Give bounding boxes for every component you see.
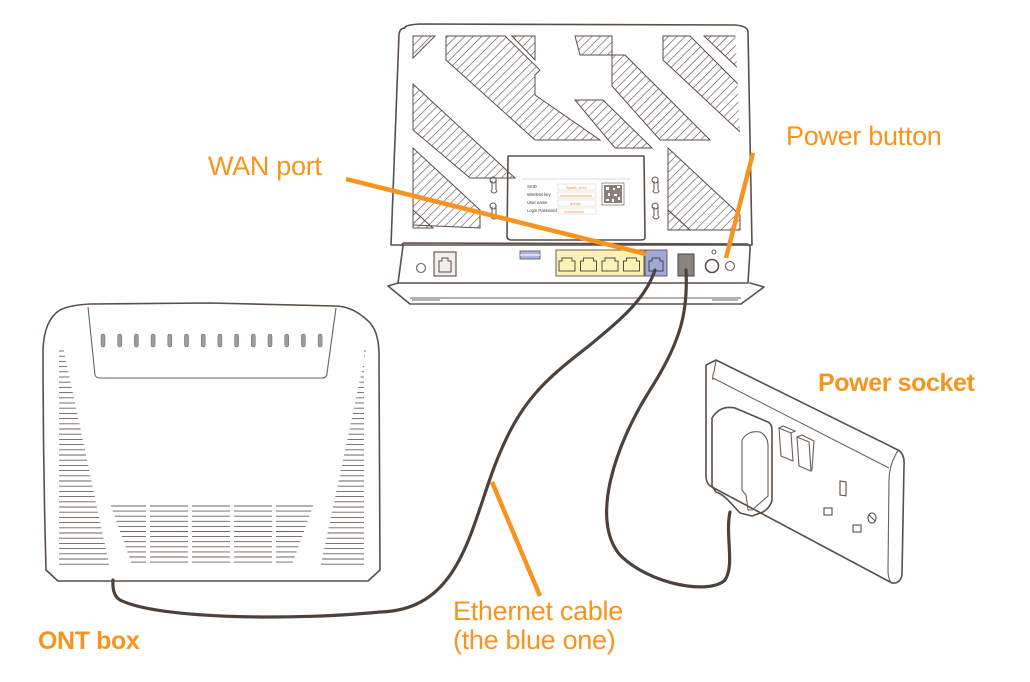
sticker-value: xxxxxxxxxx bbox=[564, 209, 584, 214]
ont-led-icon bbox=[117, 333, 122, 348]
socket-earth-pin bbox=[839, 480, 847, 497]
router: SSID Wireless key User name Login Passwo… bbox=[387, 23, 765, 305]
router-label-plate bbox=[506, 155, 646, 241]
ont-led-icon bbox=[184, 333, 189, 348]
socket-plate bbox=[705, 359, 905, 584]
ont-led-icon bbox=[317, 333, 323, 348]
sticker-value: admin bbox=[570, 201, 581, 206]
sticker-key: Login Password bbox=[527, 208, 557, 213]
ont-led-icon bbox=[167, 333, 173, 348]
ont-leds bbox=[100, 333, 323, 348]
socket-pin bbox=[852, 524, 862, 533]
lan-port-icon bbox=[580, 257, 597, 272]
screw-icon bbox=[867, 512, 877, 524]
sticker-key: User name bbox=[527, 200, 548, 205]
power-button bbox=[704, 258, 720, 274]
router-base bbox=[387, 282, 765, 305]
ethernet-cable-pointer bbox=[489, 481, 543, 597]
wan-port-pointer bbox=[345, 176, 647, 257]
lan-ports bbox=[555, 249, 645, 277]
sticker-value: Spark_xxxx bbox=[566, 185, 587, 190]
ont-led-icon bbox=[301, 333, 306, 348]
ont-led-icon bbox=[217, 333, 223, 348]
power-cable bbox=[605, 268, 732, 589]
router-port-panel bbox=[397, 242, 751, 284]
socket-switch bbox=[796, 434, 815, 472]
ont-led-icon bbox=[284, 333, 289, 348]
secondary-button bbox=[724, 260, 736, 272]
lan-port-icon bbox=[623, 257, 640, 272]
ont-body bbox=[42, 302, 381, 582]
socket-switch bbox=[778, 425, 797, 462]
power-button-pointer bbox=[723, 152, 756, 259]
label-power-button: Power button bbox=[786, 121, 942, 151]
ont-led-panel bbox=[87, 306, 337, 379]
ont-led-icon bbox=[251, 333, 256, 348]
ont-led-icon bbox=[200, 333, 206, 348]
ont-led-icon bbox=[267, 333, 273, 348]
ont-led-icon bbox=[100, 333, 106, 348]
power-led-icon bbox=[711, 249, 717, 255]
phone-port bbox=[433, 251, 457, 277]
sticker-value: xxxxxxxxxxxxxxxx bbox=[560, 193, 592, 198]
ont-led-icon bbox=[150, 333, 156, 348]
ont-vents bbox=[59, 350, 366, 565]
power-socket bbox=[705, 359, 905, 584]
label-power-socket: Power socket bbox=[818, 369, 975, 397]
ont-led-icon bbox=[134, 333, 139, 348]
qr-code-icon bbox=[601, 182, 625, 206]
lan-port-icon bbox=[601, 257, 619, 272]
ont-box bbox=[42, 302, 381, 582]
keyhole-icon bbox=[489, 176, 660, 220]
reset-hole-icon bbox=[415, 262, 427, 274]
ethernet-cable bbox=[111, 268, 657, 619]
label-wan-port: WAN port bbox=[208, 151, 322, 181]
label-ont-box: ONT box bbox=[38, 627, 140, 655]
sticker-key: SSID bbox=[527, 184, 537, 189]
power-plug bbox=[711, 406, 773, 517]
sticker-key: Wireless key bbox=[527, 192, 552, 197]
router-body bbox=[390, 23, 753, 246]
router-sticker: SSID Wireless key User name Login Passwo… bbox=[522, 178, 630, 215]
label-ethernet-cable: Ethernet cable bbox=[453, 596, 623, 626]
lan-port-icon bbox=[558, 257, 576, 272]
wan-port bbox=[644, 249, 668, 277]
label-ethernet-cable-note: (the blue one) bbox=[453, 625, 616, 655]
router-vents bbox=[412, 35, 741, 231]
socket-pin bbox=[823, 507, 833, 516]
ont-led-icon bbox=[234, 333, 239, 348]
